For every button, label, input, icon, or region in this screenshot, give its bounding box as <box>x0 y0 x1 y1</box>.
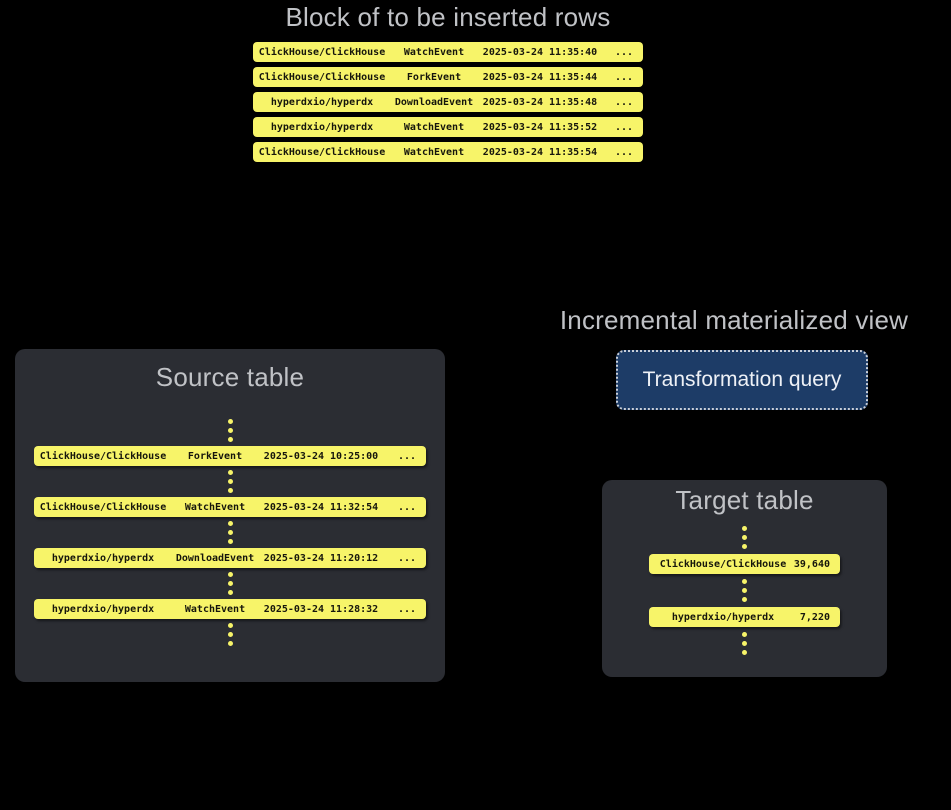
row-repo: hyperdxio/hyperdx <box>51 552 155 564</box>
row-repo: hyperdxio/hyperdx <box>270 96 374 108</box>
row-timestamp: 2025-03-24 10:25:00 <box>263 450 379 462</box>
row-more: ... <box>614 146 633 158</box>
row-group: hyperdxio/hyperdx WatchEvent 2025-03-24 … <box>15 568 445 619</box>
ellipsis-dots <box>227 572 233 595</box>
row-event: DownloadEvent <box>394 96 474 108</box>
row-event: ForkEvent <box>406 71 462 83</box>
event-row: hyperdxio/hyperdx WatchEvent 2025-03-24 … <box>253 117 643 137</box>
ellipsis-dots <box>742 526 747 549</box>
row-event: ForkEvent <box>187 450 243 462</box>
event-row: hyperdxio/hyperdx WatchEvent 2025-03-24 … <box>34 599 426 619</box>
row-event: WatchEvent <box>403 146 465 158</box>
row-repo: ClickHouse/ClickHouse <box>39 450 167 462</box>
row-more: ... <box>397 603 416 615</box>
row-timestamp: 2025-03-24 11:35:40 <box>482 46 598 58</box>
row-timestamp: 2025-03-24 11:20:12 <box>263 552 379 564</box>
row-more: ... <box>614 121 633 133</box>
row-more: ... <box>614 71 633 83</box>
row-count: 7,220 <box>799 611 830 623</box>
row-group: ClickHouse/ClickHouse ForkEvent 2025-03-… <box>15 393 445 466</box>
row-more: ... <box>397 450 416 462</box>
row-group: ClickHouse/ClickHouse WatchEvent 2025-03… <box>15 466 445 517</box>
row-group: ClickHouse/ClickHouse 39,640 <box>602 516 887 574</box>
row-repo: ClickHouse/ClickHouse <box>39 501 167 513</box>
ellipsis-dots <box>227 419 233 442</box>
source-table-panel: Source table ClickHouse/ClickHouse ForkE… <box>15 349 445 682</box>
row-timestamp: 2025-03-24 11:28:32 <box>263 603 379 615</box>
row-timestamp: 2025-03-24 11:35:48 <box>482 96 598 108</box>
event-row: ClickHouse/ClickHouse WatchEvent 2025-03… <box>253 142 643 162</box>
event-row: hyperdxio/hyperdx DownloadEvent 2025-03-… <box>253 92 643 112</box>
insert-block-rows: ClickHouse/ClickHouse WatchEvent 2025-03… <box>253 42 643 162</box>
event-row: ClickHouse/ClickHouse ForkEvent 2025-03-… <box>253 67 643 87</box>
row-count: 39,640 <box>793 558 830 570</box>
event-row: ClickHouse/ClickHouse WatchEvent 2025-03… <box>253 42 643 62</box>
row-repo: hyperdxio/hyperdx <box>671 611 775 623</box>
row-repo: ClickHouse/ClickHouse <box>258 46 386 58</box>
row-repo: ClickHouse/ClickHouse <box>659 558 787 570</box>
row-event: WatchEvent <box>403 121 465 133</box>
row-group: hyperdxio/hyperdx 7,220 <box>602 574 887 627</box>
row-repo: ClickHouse/ClickHouse <box>258 71 386 83</box>
ellipsis-dots <box>742 579 747 602</box>
ellipsis-dots <box>742 632 747 655</box>
row-more: ... <box>614 96 633 108</box>
target-table-title: Target table <box>675 485 814 515</box>
row-event: WatchEvent <box>184 603 246 615</box>
row-event: WatchEvent <box>184 501 246 513</box>
row-event: WatchEvent <box>403 46 465 58</box>
target-table-rows: ClickHouse/ClickHouse 39,640 hyperdxio/h… <box>602 516 887 627</box>
ellipsis-dots <box>227 623 233 646</box>
row-repo: hyperdxio/hyperdx <box>270 121 374 133</box>
transformation-query-button[interactable]: Transformation query <box>616 350 868 410</box>
insert-block-title: Block of to be inserted rows <box>285 2 611 32</box>
row-repo: hyperdxio/hyperdx <box>51 603 155 615</box>
target-row: hyperdxio/hyperdx 7,220 <box>649 607 840 627</box>
target-table-panel: Target table ClickHouse/ClickHouse 39,64… <box>602 480 887 677</box>
event-row: ClickHouse/ClickHouse ForkEvent 2025-03-… <box>34 446 426 466</box>
row-timestamp: 2025-03-24 11:35:52 <box>482 121 598 133</box>
ellipsis-dots <box>227 521 233 544</box>
source-table-title: Source table <box>155 362 305 392</box>
event-row: ClickHouse/ClickHouse WatchEvent 2025-03… <box>34 497 426 517</box>
row-group: hyperdxio/hyperdx DownloadEvent 2025-03-… <box>15 517 445 568</box>
row-timestamp: 2025-03-24 11:35:44 <box>482 71 598 83</box>
source-table-rows: ClickHouse/ClickHouse ForkEvent 2025-03-… <box>15 393 445 619</box>
event-row: hyperdxio/hyperdx DownloadEvent 2025-03-… <box>34 548 426 568</box>
row-more: ... <box>614 46 633 58</box>
row-more: ... <box>397 552 416 564</box>
row-repo: ClickHouse/ClickHouse <box>258 146 386 158</box>
row-event: DownloadEvent <box>175 552 255 564</box>
insert-block: Block of to be inserted rows ClickHouse/… <box>253 0 643 167</box>
target-row: ClickHouse/ClickHouse 39,640 <box>649 554 840 574</box>
row-timestamp: 2025-03-24 11:35:54 <box>482 146 598 158</box>
row-timestamp: 2025-03-24 11:32:54 <box>263 501 379 513</box>
materialized-view-title: Incremental materialized view <box>559 305 909 335</box>
ellipsis-dots <box>227 470 233 493</box>
row-more: ... <box>397 501 416 513</box>
